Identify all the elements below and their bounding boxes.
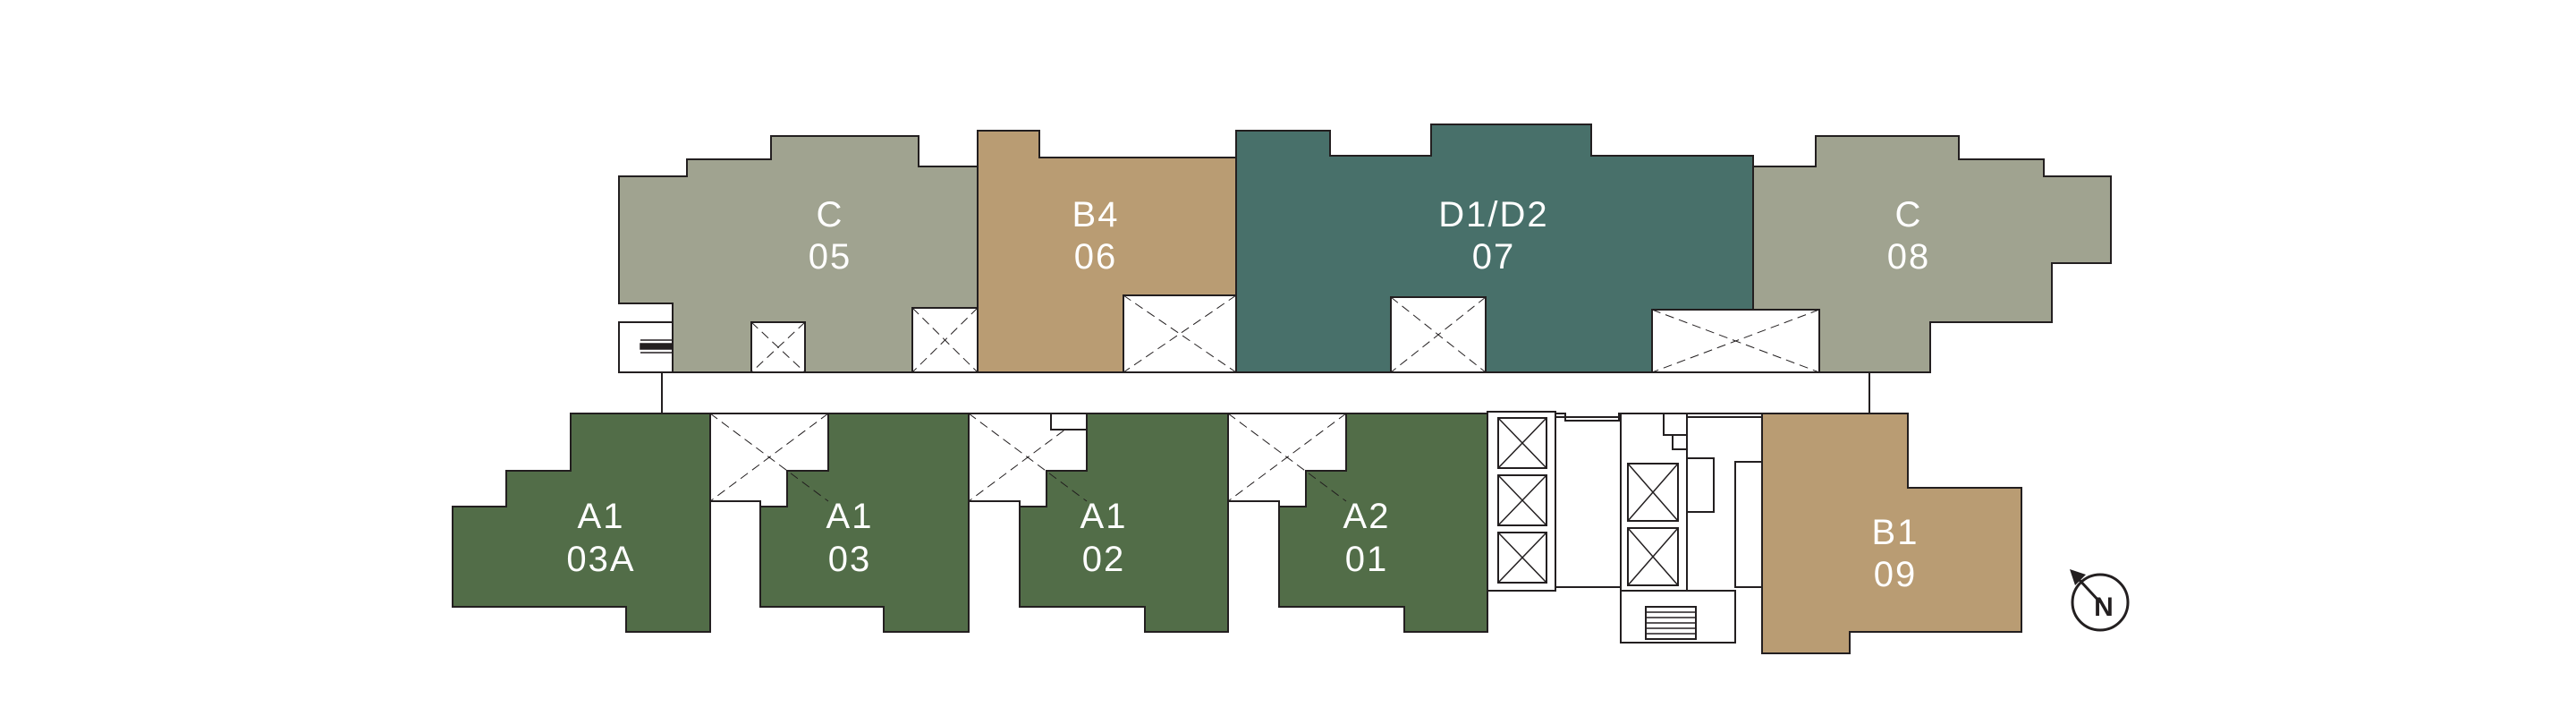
compass-needle xyxy=(2076,576,2102,604)
unit-09-number-label: 09 xyxy=(1874,555,1918,594)
unit-03a[interactable] xyxy=(452,413,711,633)
shaft-02-ledge xyxy=(1050,413,1088,430)
unit-03-number-label: 03 xyxy=(828,540,872,579)
shaft-03 xyxy=(709,413,829,507)
unit-05-number-label: 05 xyxy=(809,237,852,277)
top-shafts xyxy=(750,294,1820,373)
unit-01-number-label: 01 xyxy=(1345,540,1389,579)
unit-03a-number-label: 03A xyxy=(566,540,635,579)
core-duct-c xyxy=(1686,457,1715,513)
unit-07[interactable] xyxy=(1235,124,1754,373)
core-duct-d xyxy=(1734,461,1763,588)
corridor-structure xyxy=(661,371,1870,418)
core-duct-b xyxy=(1672,434,1688,450)
compass-label: N xyxy=(2094,592,2114,622)
unit-06-type-label: B4 xyxy=(1072,195,1120,234)
unit-03a-type-label: A1 xyxy=(578,497,625,536)
unit-08-number-label: 08 xyxy=(1887,237,1931,277)
unit-09[interactable] xyxy=(1761,413,2022,654)
corridor-outline xyxy=(661,371,1870,418)
unit-09-type-label: B1 xyxy=(1872,513,1919,552)
unit-07-type-label: D1/D2 xyxy=(1438,195,1548,234)
unit-02-number-label: 02 xyxy=(1082,540,1126,579)
unit-labels: C 05 B4 06 D1/D2 07 C 08 A1 03A A1 03 A1… xyxy=(566,195,1931,594)
unit-06-number-label: 06 xyxy=(1074,237,1118,277)
north-arrow-icon: N xyxy=(2070,569,2130,632)
bottom-shafts xyxy=(709,413,1347,507)
unit-08[interactable] xyxy=(1752,135,2112,373)
shaft-01 xyxy=(1227,413,1347,507)
unit-02-type-label: A1 xyxy=(1080,497,1128,536)
unit-01-type-label: A2 xyxy=(1343,497,1391,536)
shaft-02 xyxy=(968,413,1088,507)
compass-arrowhead xyxy=(2070,569,2086,585)
core xyxy=(1487,411,1763,644)
core-duct-a xyxy=(1663,413,1688,436)
unit-05-type-label: C xyxy=(817,195,844,234)
unit-03-type-label: A1 xyxy=(826,497,874,536)
unit-08-type-label: C xyxy=(1895,195,1923,234)
unit-07-number-label: 07 xyxy=(1472,237,1516,277)
